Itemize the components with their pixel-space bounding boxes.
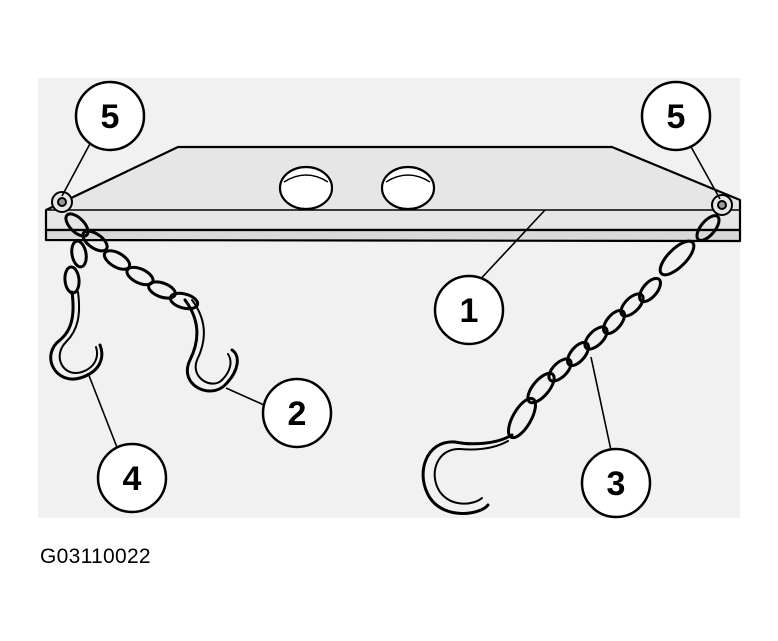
callout-5-left-label: 5 <box>101 98 120 136</box>
bar-hole-left <box>278 165 334 211</box>
callout-5-left: 5 <box>74 80 146 152</box>
hook-item-3 <box>421 433 514 515</box>
hook-item-4 <box>49 290 104 381</box>
leader-lines <box>61 139 721 456</box>
lifting-bar <box>44 145 742 243</box>
callout-4-label: 4 <box>123 460 142 498</box>
callout-5-right-label: 5 <box>667 98 686 136</box>
shackle-right <box>711 194 733 216</box>
callout-3: 3 <box>580 447 652 519</box>
callout-5-right: 5 <box>640 80 712 152</box>
callout-3-label: 3 <box>607 465 626 503</box>
callout-1-label: 1 <box>460 292 479 330</box>
callout-2: 2 <box>261 377 333 449</box>
hook-item-2 <box>183 298 239 393</box>
chain-left <box>63 212 200 311</box>
figure-code: G03110022 <box>40 545 151 568</box>
callout-2-label: 2 <box>288 395 307 433</box>
callout-4: 4 <box>96 442 168 514</box>
shackle-left <box>51 191 73 213</box>
bar-hole-right <box>380 165 436 211</box>
callout-1: 1 <box>433 274 505 346</box>
chain-right <box>507 214 721 440</box>
